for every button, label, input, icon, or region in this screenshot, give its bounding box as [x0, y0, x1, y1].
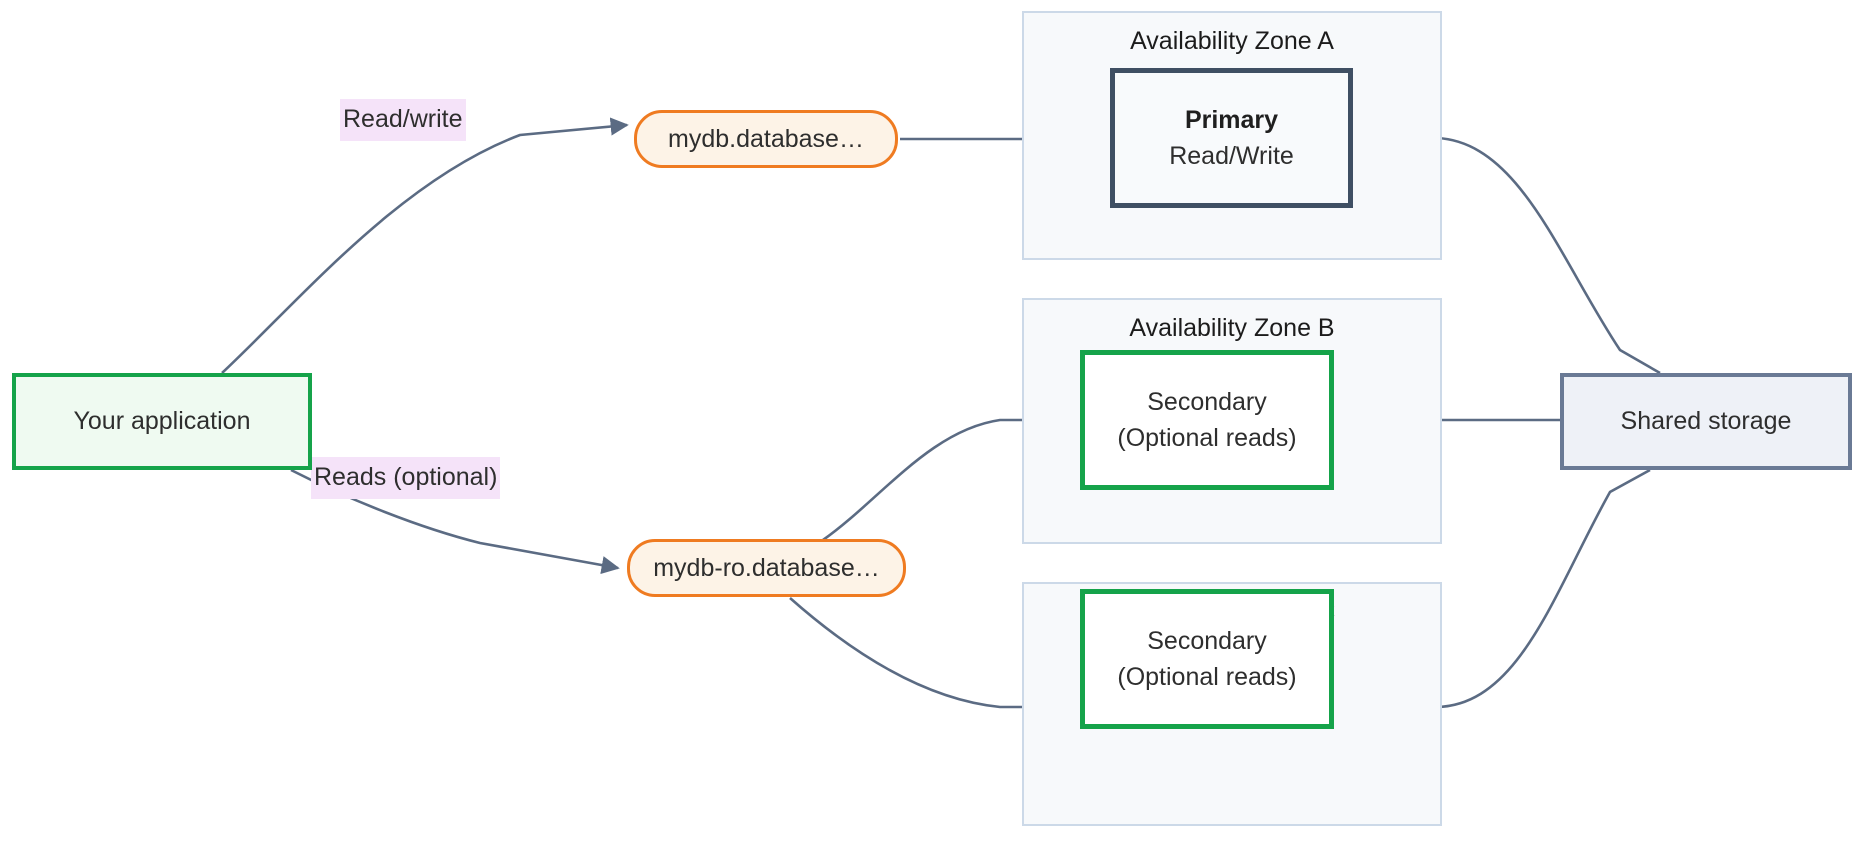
primary-instance-mode: Read/Write — [1169, 142, 1294, 170]
availability-zone-b-title: Availability Zone B — [1129, 314, 1335, 342]
node-endpoint-read-write[interactable]: mydb.database… — [634, 110, 898, 168]
node-secondary-instance-b[interactable]: Secondary (Optional reads) — [1080, 350, 1334, 490]
primary-instance-role: Primary — [1184, 105, 1279, 134]
your-application-label: Your application — [73, 407, 251, 435]
shared-storage-label: Shared storage — [1620, 407, 1792, 435]
node-your-application[interactable]: Your application — [12, 373, 312, 470]
edge-label-read-write: Read/write — [340, 99, 466, 141]
node-secondary-instance-c[interactable]: Secondary (Optional reads) — [1080, 589, 1334, 729]
secondary-instance-b-mode: (Optional reads) — [1117, 424, 1297, 452]
edge-app-to-rw-endpoint — [221, 117, 629, 374]
node-endpoint-read-only[interactable]: mydb-ro.database… — [627, 539, 906, 597]
endpoint-read-write-label: mydb.database… — [668, 124, 864, 153]
edge-label-reads-optional: Reads (optional) — [311, 457, 501, 499]
node-shared-storage[interactable]: Shared storage — [1560, 373, 1852, 470]
availability-zone-a: Availability Zone A — [1022, 11, 1442, 260]
secondary-instance-c-role: Secondary — [1147, 626, 1267, 655]
secondary-instance-b-role: Secondary — [1147, 387, 1267, 416]
node-primary-instance[interactable]: Primary Read/Write — [1110, 68, 1353, 208]
availability-zone-a-title: Availability Zone A — [1130, 27, 1334, 55]
secondary-instance-c-mode: (Optional reads) — [1117, 663, 1297, 691]
endpoint-read-only-label: mydb-ro.database… — [653, 553, 880, 582]
